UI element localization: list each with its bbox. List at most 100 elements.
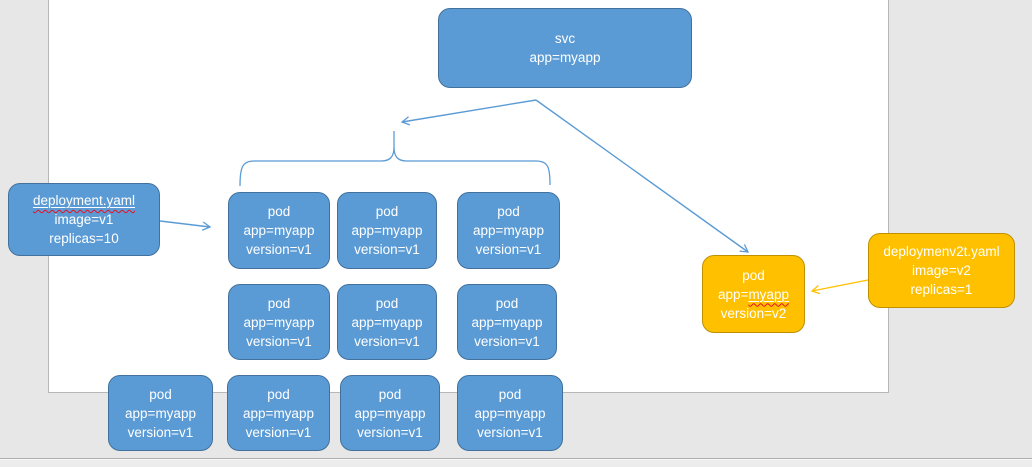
connector-deployment-v2-to-pod-v2[interactable]: [810, 279, 869, 295]
node-pod-v1-1-line-2: app=myapp: [244, 221, 315, 240]
node-text: version=v1: [477, 424, 543, 440]
connector-svc-to-pod-v2[interactable]: [535, 99, 750, 253]
node-pod-v1-3[interactable]: pod app=myapp version=v1: [457, 192, 560, 269]
node-deployment-yaml-line-1: deployment.yaml: [33, 191, 135, 210]
node-pod-v1-6-line-3: version=v1: [474, 332, 540, 351]
node-text: pod: [742, 267, 765, 283]
node-text: version=v1: [474, 333, 540, 349]
node-pod-v1-7[interactable]: pod app=myapp version=v1: [108, 375, 213, 451]
spellcheck-squiggle: myapp: [748, 287, 789, 302]
node-text: myapp: [748, 286, 789, 302]
node-text: app=myapp: [243, 223, 315, 238]
node-pod-v1-5-line-1: pod: [376, 294, 399, 313]
pod-group-brace[interactable]: [239, 131, 551, 187]
node-pod-v1-10-line-1: pod: [499, 385, 522, 404]
node-pod-v1-7-line-3: version=v1: [128, 423, 194, 442]
node-pod-v1-5-line-2: app=myapp: [352, 313, 423, 332]
node-deployment-yaml[interactable]: deployment.yaml image=v1 replicas=10: [8, 183, 160, 256]
node-text: version=v1: [354, 242, 420, 257]
node-pod-v1-9[interactable]: pod app=myapp version=v1: [340, 375, 440, 451]
node-pod-v1-7-line-2: app=myapp: [125, 404, 196, 423]
node-pod-v1-8-line-3: version=v1: [246, 423, 312, 442]
node-text: image=v1: [54, 212, 114, 227]
node-text: image=v2: [912, 263, 971, 278]
node-deployment-v2-yaml-line-2: image=v2: [912, 261, 971, 280]
node-pod-v1-8-line-2: app=myapp: [243, 404, 314, 423]
connector-svc-to-pod-group[interactable]: [400, 99, 537, 126]
node-pod-v1-2-line-1: pod: [376, 202, 399, 221]
node-text: app=myapp: [125, 405, 196, 421]
spellcheck-squiggle: deployment.yaml: [33, 193, 135, 208]
node-text: app=myapp: [243, 314, 315, 330]
node-pod-v1-4[interactable]: pod app=myapp version=v1: [228, 284, 330, 360]
node-pod-v1-6-line-1: pod: [496, 294, 519, 313]
status-bar-divider: [0, 458, 1032, 467]
node-text: app=: [718, 286, 749, 302]
node-text: app=myapp: [243, 405, 314, 421]
node-pod-v2-line-3: version=v2: [721, 304, 787, 323]
node-text: pod: [375, 204, 399, 219]
node-text: version=v1: [245, 424, 312, 440]
node-text: pod: [498, 386, 522, 402]
node-pod-v1-8[interactable]: pod app=myapp version=v1: [227, 375, 330, 451]
node-text: app=myapp: [474, 405, 546, 421]
node-deployment-yaml-line-3: replicas=10: [49, 229, 118, 248]
node-text: app=myapp: [351, 314, 423, 330]
node-text: pod: [149, 386, 172, 402]
node-text: app=myapp: [351, 223, 423, 238]
node-pod-v1-9-line-3: version=v1: [357, 423, 423, 442]
node-text: deploymenv2t.yaml: [883, 244, 1000, 259]
node-text: app=myapp: [354, 405, 426, 421]
node-pod-v1-2[interactable]: pod app=myapp version=v1: [337, 192, 437, 269]
node-text: app=myapp: [473, 223, 544, 238]
node-text: version=v1: [246, 242, 312, 257]
node-text: pod: [267, 386, 290, 402]
node-pod-v1-6-line-2: app=myapp: [472, 313, 543, 332]
node-svc[interactable]: svc app=myapp: [438, 8, 692, 88]
node-text: pod: [267, 295, 291, 311]
node-text: version=v2: [720, 305, 787, 321]
node-text: replicas=1: [910, 282, 973, 297]
node-text: version=v1: [357, 424, 423, 440]
node-pod-v1-2-line-3: version=v1: [354, 240, 420, 259]
node-text: svc: [554, 31, 576, 46]
node-deployment-yaml-line-2: image=v1: [55, 210, 114, 229]
node-text: pod: [495, 295, 519, 311]
node-text: replicas=10: [49, 231, 119, 246]
node-pod-v1-9-line-2: app=myapp: [355, 404, 426, 423]
node-text: deployment.yaml: [32, 193, 136, 208]
node-pod-v1-10-line-3: version=v1: [477, 423, 543, 442]
node-pod-v2-line-2: app=myapp: [718, 285, 789, 304]
node-pod-v1-7-line-1: pod: [149, 385, 172, 404]
node-pod-v1-3-line-2: app=myapp: [473, 221, 544, 240]
node-pod-v1-9-line-1: pod: [379, 385, 402, 404]
node-text: version=v1: [127, 424, 194, 440]
node-pod-v2-line-1: pod: [742, 266, 765, 285]
node-pod-v1-4-line-3: version=v1: [246, 332, 312, 351]
node-pod-v1-3-line-3: version=v1: [476, 240, 542, 259]
node-text: pod: [497, 204, 520, 219]
node-pod-v1-1-line-1: pod: [268, 202, 291, 221]
node-svc-line-2: app=myapp: [530, 48, 601, 67]
node-svc-line-1: svc: [555, 29, 575, 48]
connector-deployment-to-pod[interactable]: [159, 220, 212, 231]
node-text: version=v1: [475, 242, 542, 257]
node-text: pod: [267, 204, 291, 219]
node-pod-v1-10-line-2: app=myapp: [475, 404, 546, 423]
node-pod-v1-10[interactable]: pod app=myapp version=v1: [457, 375, 563, 451]
node-deployment-v2-yaml-line-3: replicas=1: [911, 280, 973, 299]
node-pod-v1-1[interactable]: pod app=myapp version=v1: [228, 192, 330, 269]
node-pod-v1-4-line-1: pod: [268, 294, 291, 313]
node-pod-v1-3-line-1: pod: [497, 202, 520, 221]
node-text: version=v1: [246, 333, 312, 349]
node-deployment-v2-yaml[interactable]: deploymenv2t.yaml image=v2 replicas=1: [868, 233, 1015, 308]
node-text: pod: [375, 295, 399, 311]
node-pod-v1-4-line-2: app=myapp: [244, 313, 315, 332]
node-text: app=myapp: [529, 50, 601, 65]
node-text: pod: [378, 386, 402, 402]
node-deployment-v2-yaml-line-1: deploymenv2t.yaml: [883, 242, 999, 261]
